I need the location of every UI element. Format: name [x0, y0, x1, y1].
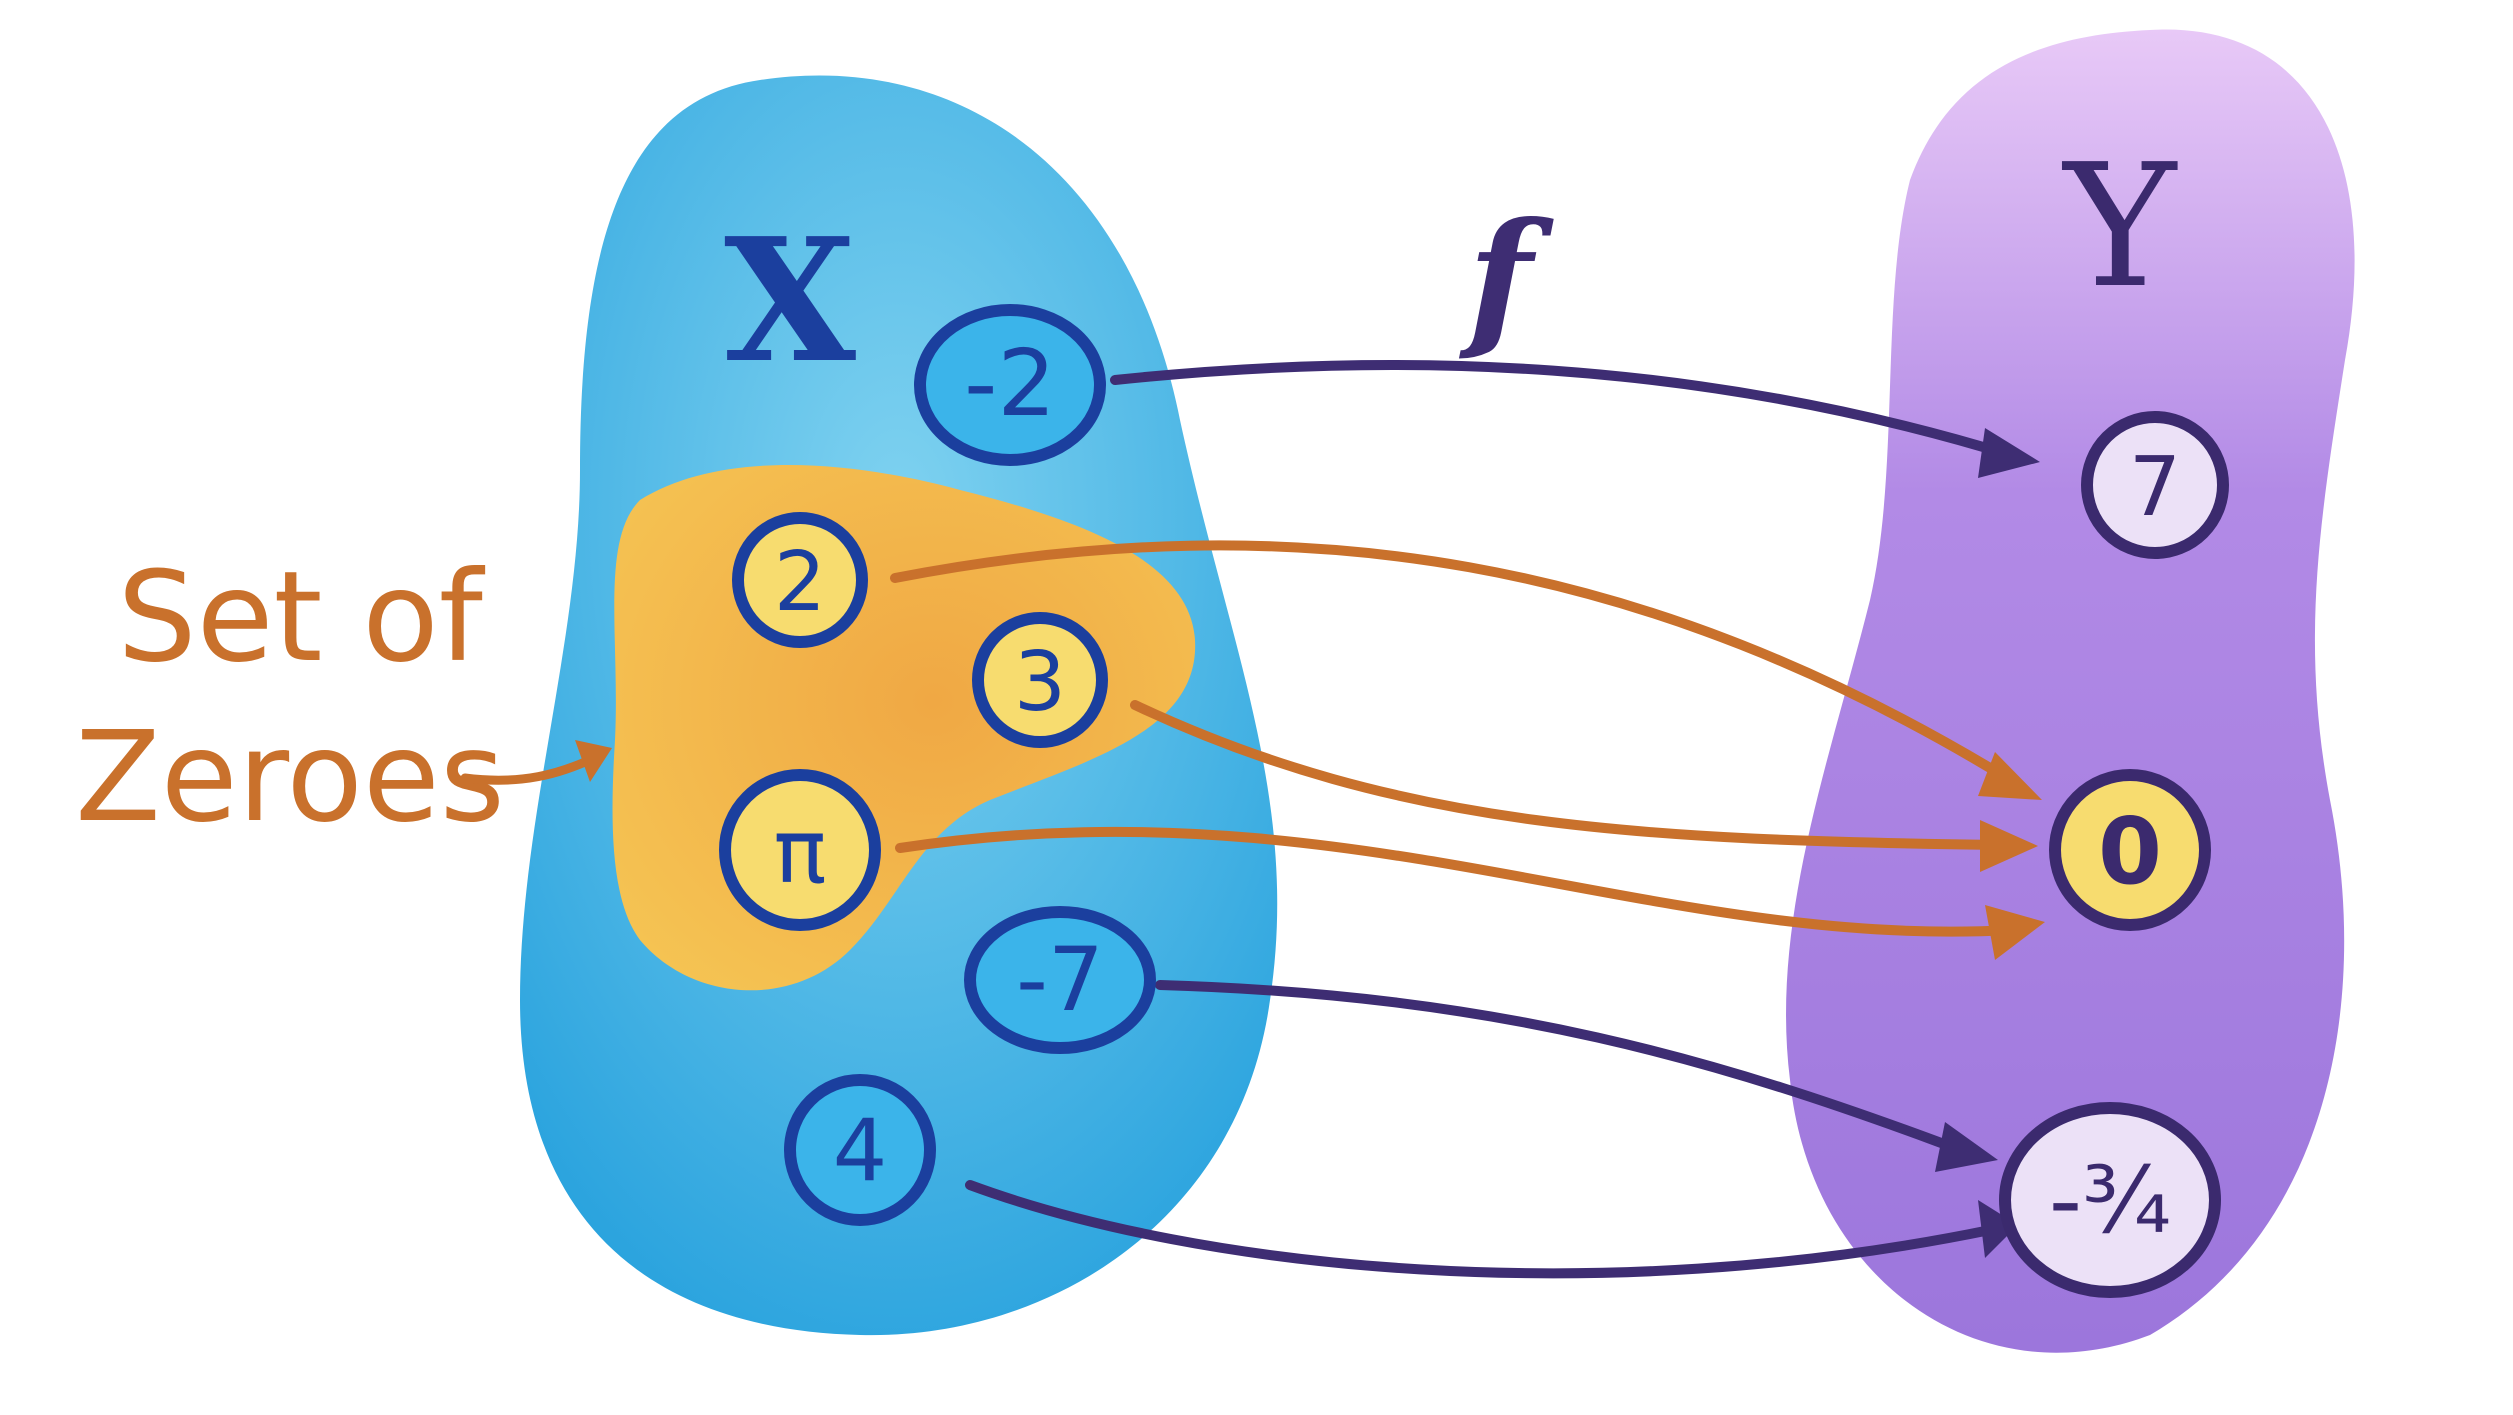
function-label: f	[1459, 190, 1554, 366]
x-element-4: 4	[784, 1074, 936, 1226]
arrow-4-to-neg3q	[965, 1180, 1995, 1279]
arrowhead-4-to-neg3q	[1978, 1200, 2018, 1258]
x-element-2-label: 2	[774, 535, 826, 630]
x-element-pi-label: π	[774, 800, 827, 903]
zeroes-label-line1: Set of	[117, 545, 485, 690]
y-element-neg3q: -¾	[1999, 1102, 2221, 1298]
arrow-neg2-to-7	[1110, 359, 2015, 460]
x-element-3-label: 3	[1014, 635, 1066, 730]
y-element-0: 0	[2049, 769, 2211, 931]
x-element-3: 3	[972, 612, 1108, 748]
mapping-arrows	[965, 359, 2040, 1279]
x-element-4-label: 4	[833, 1101, 888, 1201]
y-element-neg3q-label: -¾	[2049, 1147, 2171, 1254]
arrow-neg7-to-neg3q	[1155, 980, 1965, 1155]
zeroes-pointer-arrowhead	[575, 740, 612, 782]
arrowhead-3-to-0	[1980, 820, 2038, 872]
x-element-neg7: -7	[964, 906, 1156, 1054]
y-element-7: 7	[2081, 411, 2229, 559]
set-y-label: Y	[2062, 128, 2178, 326]
arrow-pi-to-0	[895, 826, 2015, 937]
arrowhead-neg2-to-7	[1978, 428, 2040, 478]
x-element-neg2: -2	[914, 304, 1106, 466]
x-element-pi: π	[719, 769, 881, 931]
arrowhead-2-to-0	[1978, 752, 2042, 800]
set-x-label: X	[724, 201, 856, 401]
x-element-neg2-label: -2	[964, 330, 1056, 437]
y-element-7-label: 7	[2129, 440, 2181, 535]
arrowhead-pi-to-0	[1985, 905, 2045, 960]
arrowhead-neg7-to-neg3q	[1935, 1122, 1998, 1172]
arrow-2-to-0	[890, 540, 2015, 785]
zero-mapping-arrows	[890, 540, 2045, 960]
arrow-3-to-0	[1130, 700, 2005, 850]
x-element-neg7-label: -7	[1016, 928, 1104, 1031]
x-element-2: 2	[732, 512, 868, 648]
y-element-0-label: 0	[2098, 798, 2162, 905]
zeroes-label-line2: Zeroes	[75, 705, 505, 850]
set-y-region	[1786, 29, 2355, 1353]
